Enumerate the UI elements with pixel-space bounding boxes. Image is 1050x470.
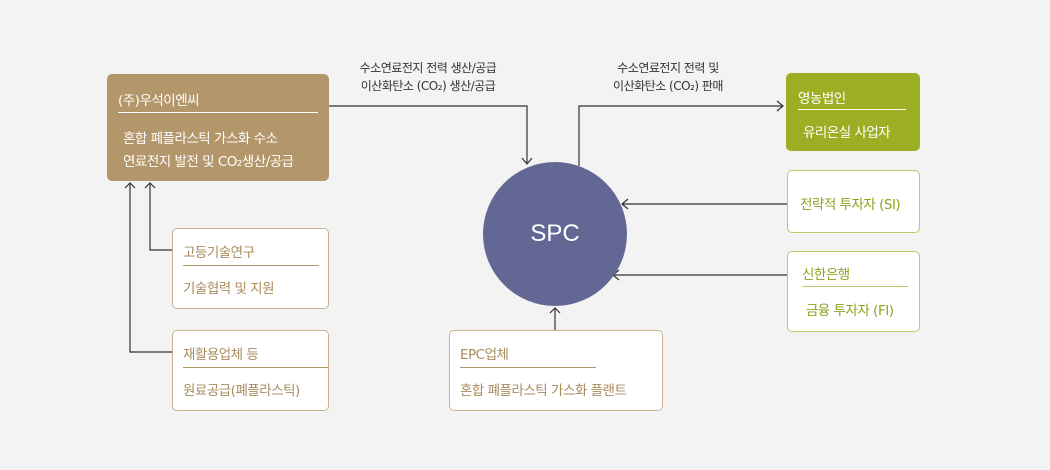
node-shinhan: 신한은행 금융 투자자 (FI): [787, 251, 920, 332]
flow-label-line: 수소연료전지 전력 및: [617, 61, 719, 75]
spc-label: SPC: [530, 220, 580, 247]
arrow-recycle-to-woosuk: [129, 183, 172, 353]
node-epc: EPC업체 혼합 폐플라스틱 가스화 플랜트: [449, 330, 663, 411]
node-farm: 영농법인 유리온실 사업자: [786, 73, 920, 151]
node-woosuk: (주)우석이엔씨 혼합 폐플라스틱 가스화 수소 연료전지 발전 및 CO₂생산…: [107, 74, 329, 181]
spc-node: SPC: [483, 162, 627, 306]
node-desc: 혼합 폐플라스틱 가스화 수소: [123, 131, 278, 147]
divider: [183, 265, 319, 266]
node-desc: 금융 투자자 (FI): [806, 303, 894, 319]
flow-label-line: 이산화탄소 (CO₂) 판매: [613, 79, 723, 93]
node-title: 전략적 투자자 (SI): [800, 197, 901, 213]
node-title: EPC업체: [460, 347, 509, 363]
flow-label-spc-to-farm: 수소연료전지 전력 및 이산화탄소 (CO₂) 판매: [578, 59, 758, 95]
flow-label-woosuk-to-spc: 수소연료전지 전력 생산/공급 이산화탄소 (CO₂) 생산/공급: [338, 59, 518, 95]
node-recycle: 재활용업체 등 원료공급(폐플라스틱): [172, 330, 329, 411]
divider: [802, 286, 908, 287]
divider: [183, 367, 329, 368]
arrowhead-farm: [776, 100, 784, 112]
divider: [118, 112, 318, 113]
arrow-woosuk-to-spc: [329, 105, 528, 164]
node-desc: 유리온실 사업자: [803, 125, 891, 141]
node-title: 신한은행: [802, 267, 850, 283]
node-iae: 고등기술연구 기술협력 및 지원: [172, 228, 329, 309]
node-si: 전략적 투자자 (SI): [787, 170, 920, 233]
arrowhead-spc-si: [621, 198, 629, 210]
divider: [798, 109, 906, 110]
node-title: 고등기술연구: [183, 245, 255, 261]
node-title: 영농법인: [798, 91, 846, 107]
node-desc: 혼합 폐플라스틱 가스화 플랜트: [460, 383, 627, 399]
divider: [460, 367, 596, 368]
arrow-spc-to-farm: [578, 105, 783, 166]
node-title: 재활용업체 등: [183, 347, 259, 363]
flow-label-line: 수소연료전지 전력 생산/공급: [359, 61, 497, 75]
flow-label-line: 이산화탄소 (CO₂) 생산/공급: [360, 79, 496, 93]
arrowhead-woosuk-recycle: [124, 182, 136, 189]
node-title: (주)우석이엔씨: [118, 93, 200, 109]
arrowhead-spc-bottom: [549, 307, 561, 314]
arrow-iae-to-woosuk: [149, 183, 172, 251]
node-desc: 연료전지 발전 및 CO₂생산/공급: [123, 154, 294, 170]
node-desc: 기술협력 및 지원: [183, 281, 275, 297]
node-desc: 원료공급(폐플라스틱): [183, 383, 300, 399]
arrowhead-woosuk-iae: [144, 182, 156, 189]
arrowhead-spc-top: [521, 157, 533, 165]
